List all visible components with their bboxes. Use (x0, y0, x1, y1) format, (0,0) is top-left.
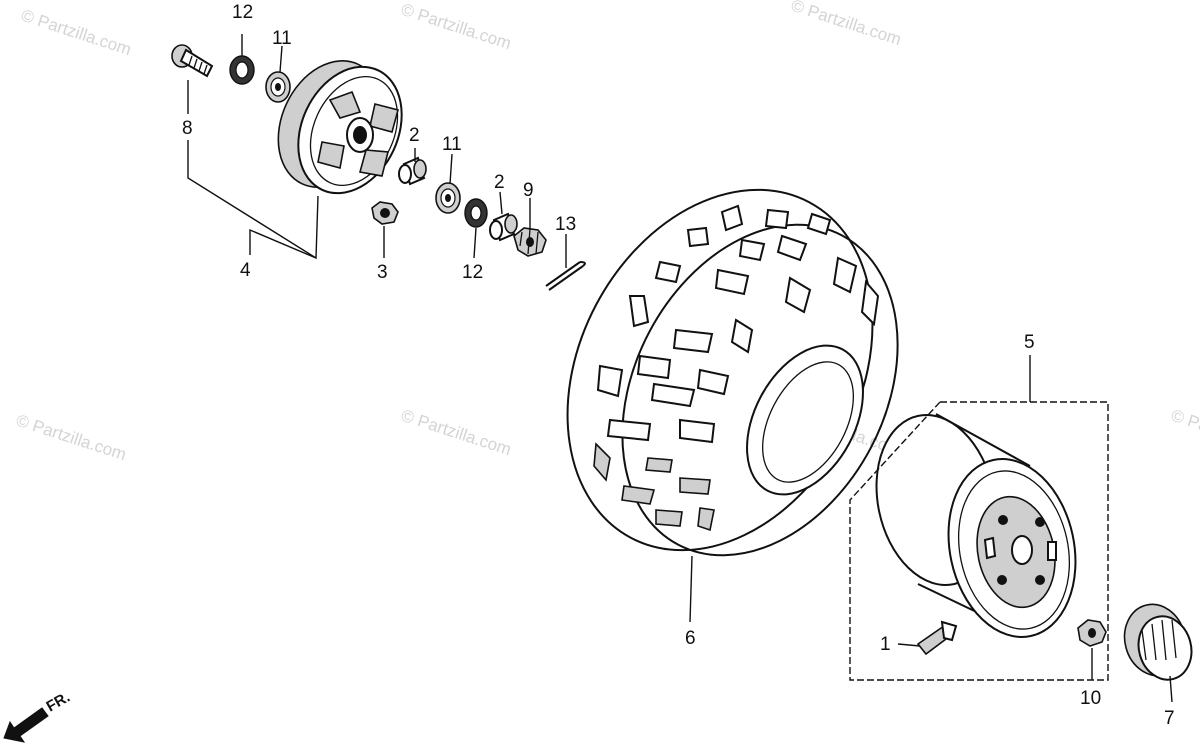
valve-stem-icon (916, 620, 958, 656)
callout-8: 8 (182, 118, 193, 139)
callout-2: 2 (409, 125, 420, 146)
callout-4: 4 (240, 260, 251, 281)
callout-11: 11 (442, 134, 462, 155)
callout-3: 3 (377, 262, 388, 283)
cotter-pin-icon (545, 261, 586, 291)
watermark: © Partzilla.com (399, 406, 514, 459)
tire-icon (566, 188, 899, 557)
callout-labels: 12 11 8 4 2 11 2 9 13 3 12 5 6 1 10 7 (182, 2, 1175, 729)
spacer-icon (398, 156, 427, 186)
watermark: © Partzilla.com (399, 0, 514, 53)
bearing-icon (435, 182, 461, 214)
callout-13: 13 (555, 214, 576, 235)
seal-icon (464, 198, 488, 228)
watermark: © Partzilla.com (789, 0, 904, 49)
callout-11: 11 (272, 28, 292, 49)
nut-icon (371, 201, 399, 225)
leader-lines (187, 34, 1173, 703)
castle-nut-icon (513, 227, 547, 257)
front-direction-label: FR. (44, 689, 73, 716)
callout-10: 10 (1080, 688, 1101, 709)
callout-2: 2 (494, 172, 505, 193)
front-direction-arrow-icon: FR. (3, 689, 73, 743)
brake-drum-hub-icon (277, 60, 403, 195)
callout-5: 5 (1024, 332, 1035, 353)
callout-12: 12 (462, 262, 483, 283)
callout-1: 1 (880, 634, 891, 655)
spacer-icon (489, 212, 518, 242)
callout-9: 9 (523, 180, 534, 201)
hub-cap-icon (1123, 603, 1193, 681)
watermark: © Partzilla.com (19, 6, 134, 59)
seal-icon (229, 55, 255, 85)
bearing-icon (265, 71, 291, 103)
watermark: © Partzilla.com (1169, 406, 1200, 459)
rim-icon (875, 413, 1077, 638)
bolt-icon (171, 44, 214, 78)
callout-7: 7 (1164, 708, 1175, 729)
watermark: © Partzilla.com (14, 411, 129, 464)
callout-6: 6 (685, 628, 696, 649)
lug-nut-icon (1077, 619, 1107, 647)
callout-12: 12 (232, 2, 253, 23)
rim-assembly-box (849, 401, 1109, 681)
